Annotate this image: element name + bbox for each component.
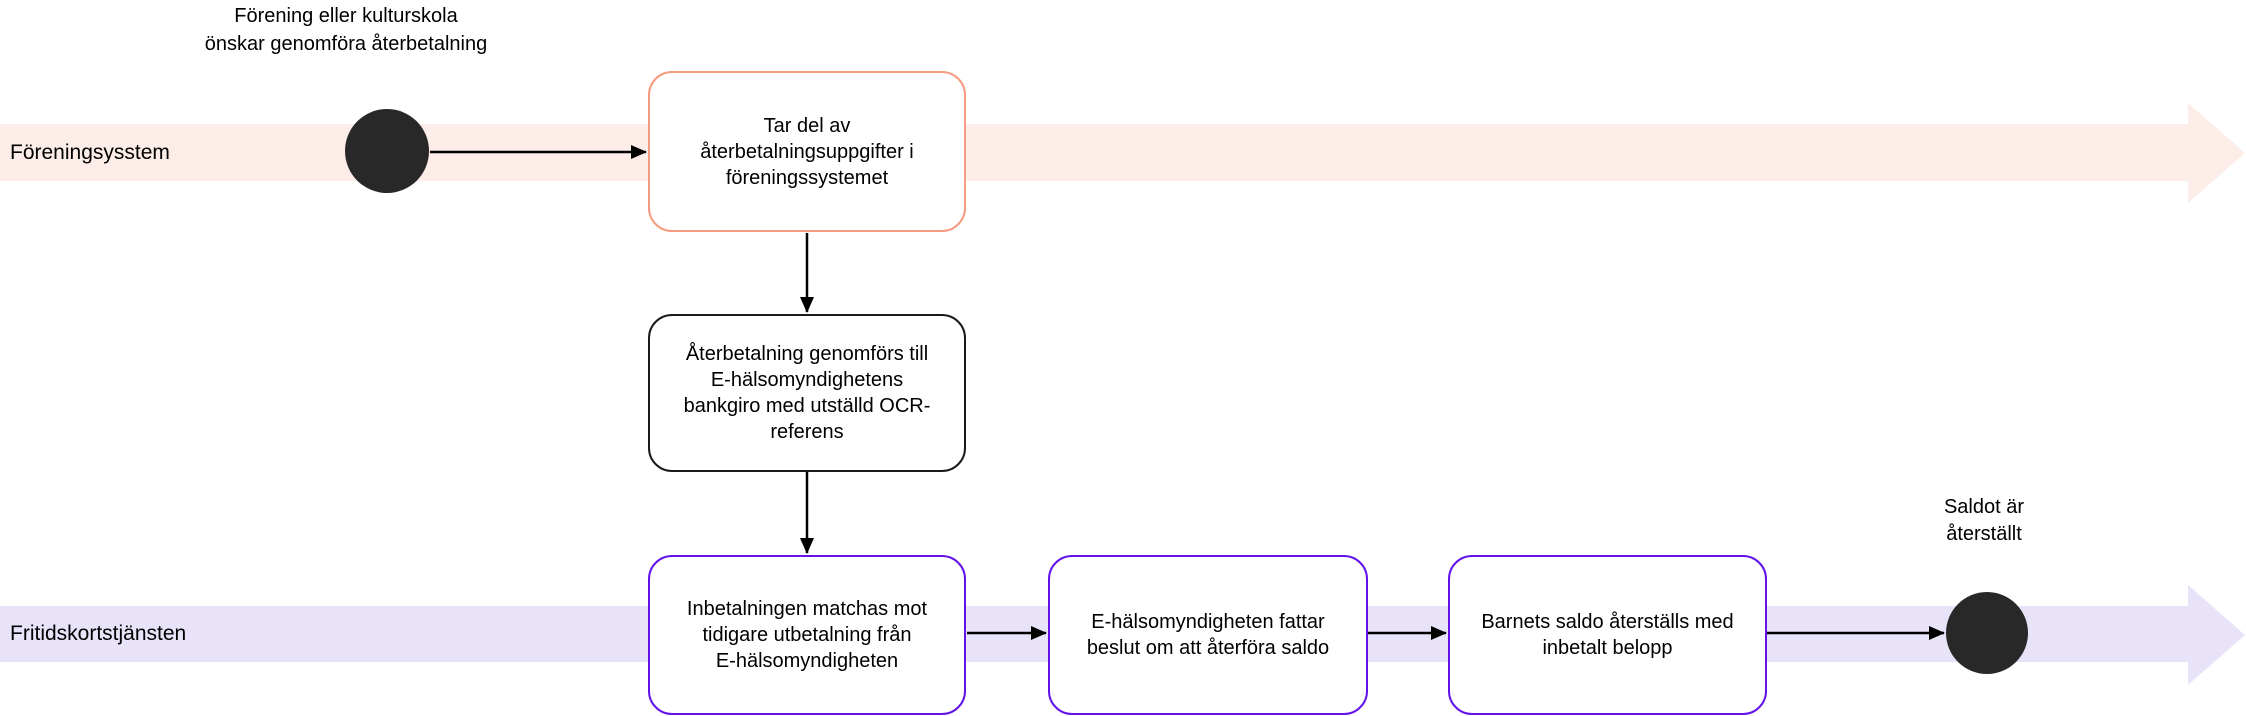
end-event-circle	[1946, 592, 2028, 674]
lane-label-fritidskortstjansten: Fritidskortstjänsten	[10, 622, 187, 645]
lane-label-foreningssystem: Föreningsysstem	[10, 140, 170, 164]
lane-band-fritidskortstjansten-arrowhead	[2188, 585, 2245, 685]
lane-band-foreningssystem-arrowhead	[2188, 103, 2245, 203]
task-tar-del-av-aterbetalningsuppgifter: Tar del av återbetalningsuppgifter i för…	[648, 71, 966, 232]
task-barnets-saldo-aterstalls: Barnets saldo återställs med inbetalt be…	[1448, 555, 1767, 715]
start-event-circle	[345, 109, 429, 193]
task-aterbetalning-genomfors: Återbetalning genomförs till E-hälsomynd…	[648, 314, 966, 472]
lane-band-foreningssystem	[0, 124, 2188, 181]
start-event-label: Förening eller kulturskola önskar genomf…	[204, 5, 488, 55]
task-inbetalningen-matchas: Inbetalningen matchas mot tidigare utbet…	[648, 555, 966, 715]
end-event-label: Saldot är återställt	[1943, 496, 2025, 545]
task-beslut-aterfora-saldo: E-hälsomyndigheten fattar beslut om att …	[1048, 555, 1368, 715]
